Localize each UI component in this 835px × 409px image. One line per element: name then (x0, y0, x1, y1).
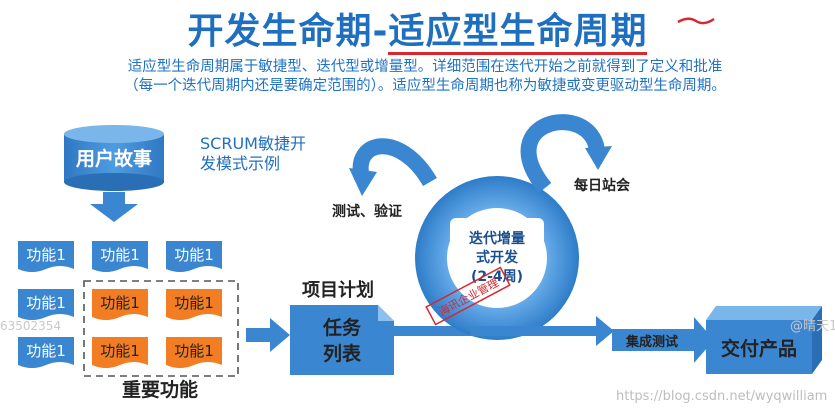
svg-text:功能1: 功能1 (174, 294, 214, 312)
feature-card-important: 功能1 (92, 337, 148, 368)
output-arrow (470, 316, 614, 346)
task-to-iteration-connector (394, 326, 470, 336)
daily-standup-label: 每日站会 (574, 177, 631, 194)
watermark-left: 63502354 (0, 319, 61, 333)
scrum-caption-line-2: 发模式示例 (200, 154, 281, 173)
feature-card: 功能1 (166, 241, 222, 272)
iteration-line-3: (2-4周) (471, 269, 523, 285)
integration-test-arrow (612, 317, 714, 363)
iteration-line-2: 式开发 (476, 249, 519, 266)
watermark-bottom: https://blog.csdn.net/wyqwilliam (616, 389, 827, 404)
test-verify-label: 测试、验证 (332, 203, 402, 220)
scrum-caption-line-1: SCRUM敏捷开 (200, 134, 306, 153)
feature-grid: 功能1 功能1 功能1 功能1 功能1 功能1 功能1 功 (18, 241, 222, 368)
iteration-line-1: 迭代增量 (469, 230, 525, 247)
svg-text:功能1: 功能1 (100, 294, 140, 312)
user-stories-cylinder: 用户故事 (64, 125, 164, 191)
project-plan-label: 项目计划 (302, 279, 374, 301)
title-part2: 适应型生命周期 (388, 11, 648, 55)
svg-text:功能1: 功能1 (100, 246, 140, 264)
watermark-right: @晴天1783 (790, 319, 835, 334)
test-verify-loop-arrow (352, 138, 437, 187)
description-line-2: （每一个迭代周期内还是要确定范围的）。适应型生命周期也称为敏捷或变更驱动型生命周… (124, 78, 726, 94)
right-arrow-icon (246, 318, 290, 352)
important-features-box (83, 280, 239, 377)
svg-text:功能1: 功能1 (174, 246, 214, 264)
red-tick-mark (677, 17, 715, 25)
user-stories-label: 用户故事 (76, 147, 152, 170)
feature-card: 功能1 (18, 241, 74, 272)
task-list-line-1: 任务 (322, 316, 362, 339)
svg-text:功能1: 功能1 (174, 342, 214, 360)
scrum-caption: SCRUM敏捷开 发模式示例 (200, 134, 306, 174)
loop-arrowhead-icon (585, 146, 612, 170)
feature-card: 功能1 (18, 337, 74, 368)
iteration-ring: 迭代增量 式开发 (2-4周) (415, 176, 579, 340)
integration-test-label: 集成测试 (625, 334, 678, 350)
page-title: 开发生命期-适应型生命周期 (0, 2, 835, 55)
loop-arrowhead-icon (349, 168, 377, 196)
deliver-product-label: 交付产品 (721, 337, 797, 360)
feature-card-important: 功能1 (166, 289, 222, 320)
svg-text:功能1: 功能1 (26, 246, 66, 264)
task-list-document: 任务 列表 (290, 305, 394, 375)
deliver-product-box: 交付产品 (706, 306, 822, 374)
svg-text:功能1: 功能1 (26, 342, 66, 360)
description-line-1: 适应型生命周期属于敏捷型、迭代型或增量型。详细范围在迭代开始之前就得到了定义和批… (127, 59, 723, 75)
feature-card: 功能1 (18, 289, 74, 320)
description: 适应型生命周期属于敏捷型、迭代型或增量型。详细范围在迭代开始之前就得到了定义和批… (40, 58, 810, 96)
feature-card-important: 功能1 (92, 289, 148, 320)
svg-text:功能1: 功能1 (26, 294, 66, 312)
svg-text:功能1: 功能1 (100, 342, 140, 360)
daily-standup-loop-arrow (520, 114, 605, 194)
task-list-line-2: 列表 (323, 342, 362, 365)
feature-card-important: 功能1 (166, 337, 222, 368)
down-arrow-icon (90, 192, 138, 222)
title-part1: 开发生命期- (187, 11, 389, 52)
important-features-label: 重要功能 (122, 378, 198, 401)
feature-card: 功能1 (92, 241, 148, 272)
